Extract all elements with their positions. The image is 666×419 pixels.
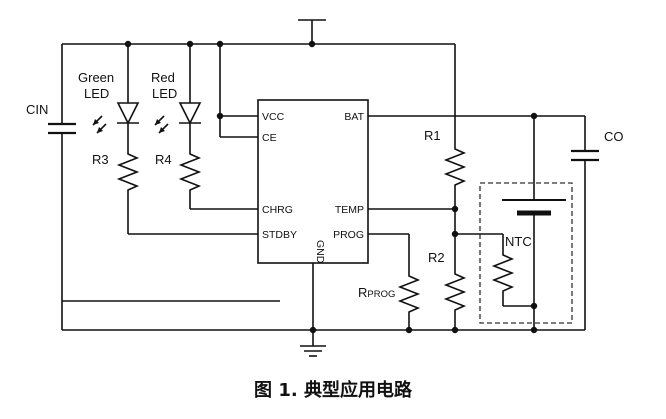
junction-dot bbox=[308, 40, 316, 48]
co-capacitor bbox=[540, 116, 599, 331]
battery-cell bbox=[502, 116, 566, 330]
pin-temp-label: TEMP bbox=[335, 204, 364, 216]
vin-power-symbol bbox=[298, 19, 326, 44]
ground-symbol bbox=[300, 330, 326, 357]
green-led-label-line1: Green bbox=[78, 70, 114, 85]
pin-stdby-label: STDBY bbox=[262, 229, 297, 241]
red-led bbox=[154, 44, 202, 148]
pin-ce-label: CE bbox=[262, 132, 277, 144]
green-led bbox=[92, 44, 140, 148]
pin-chrg-label: CHRG bbox=[262, 204, 293, 216]
green-led-label-line2: LED bbox=[84, 86, 109, 101]
red-led-label-line1: Red bbox=[151, 70, 175, 85]
r3-resistor bbox=[116, 148, 258, 235]
r1-label: R1 bbox=[424, 128, 441, 143]
rprog-label: RPROG bbox=[358, 285, 395, 300]
ntc-battery-pack-box bbox=[479, 182, 573, 324]
rprog-resistor bbox=[368, 233, 421, 330]
cin-capacitor bbox=[48, 44, 76, 301]
pin-vcc-label: VCC bbox=[262, 111, 285, 123]
rprog-label-sub: PROG bbox=[367, 289, 395, 300]
r3-label: R3 bbox=[92, 152, 109, 167]
co-label: CO bbox=[604, 129, 624, 144]
r2-resistor bbox=[443, 234, 467, 330]
r2-label: R2 bbox=[428, 250, 445, 265]
rprog-label-r: R bbox=[358, 285, 367, 300]
pin-gnd-label: GND bbox=[314, 240, 326, 264]
junction-dot bbox=[216, 112, 224, 120]
r4-resistor bbox=[178, 148, 258, 210]
pin-prog-label: PROG bbox=[333, 229, 364, 241]
red-led-label-line2: LED bbox=[152, 86, 177, 101]
figure-caption: 图 1. 典型应用电路 bbox=[254, 380, 412, 401]
r4-label: R4 bbox=[155, 152, 172, 167]
pin-bat-label: BAT bbox=[344, 111, 364, 123]
ntc-thermistor bbox=[455, 233, 534, 307]
ntc-label: NTC bbox=[505, 234, 532, 249]
r1-resistor bbox=[443, 44, 467, 209]
cin-label: CIN bbox=[26, 102, 48, 117]
charger-ic bbox=[257, 99, 369, 264]
